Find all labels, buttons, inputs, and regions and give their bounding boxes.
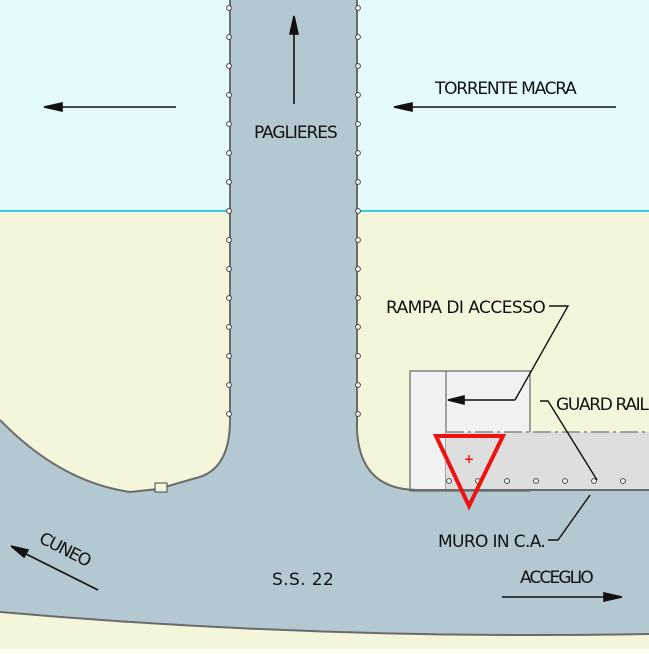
rail-post (355, 295, 361, 301)
cuneo-arrow (17, 549, 99, 591)
rail-post (355, 208, 361, 214)
rail-post (355, 92, 361, 98)
guard-rail-leader (540, 400, 598, 481)
warning-triangle-icon: + (432, 434, 507, 511)
rail-post (355, 179, 361, 185)
guard-rail-posts-bottom (446, 478, 626, 484)
rail-post (355, 353, 361, 359)
road-surface (0, 0, 649, 636)
rail-post (226, 179, 232, 185)
rail-post (355, 237, 361, 243)
rail-post (355, 63, 361, 69)
rail-post (620, 478, 626, 484)
rail-post (226, 237, 232, 243)
road-edge-right (356, 0, 649, 491)
rail-post (355, 382, 361, 388)
rail-post (355, 266, 361, 272)
rail-post (355, 121, 361, 127)
rail-post (226, 382, 232, 388)
rail-post (562, 478, 568, 484)
rail-post (226, 295, 232, 301)
rail-post (226, 5, 232, 11)
rail-post (504, 478, 510, 484)
guard-rail-posts-right (355, 5, 361, 417)
road-edge-bottom (0, 611, 649, 637)
arrowhead-acceglio (603, 592, 623, 602)
ramp-leader (514, 305, 570, 401)
rail-post (533, 478, 539, 484)
arrowhead-left (43, 102, 63, 112)
rail-post (355, 5, 361, 11)
rail-post (355, 324, 361, 330)
rail-post (226, 411, 232, 417)
wall-label: MURO IN C.A. (438, 532, 546, 552)
arrowhead-right (393, 102, 413, 112)
rail-post (226, 208, 232, 214)
paglieres-label: PAGLIERES (254, 123, 338, 143)
rail-post (591, 478, 597, 484)
guard-rail-label: GUARD RAIL (556, 395, 649, 415)
road-edge-left (0, 0, 231, 494)
rail-post (355, 150, 361, 156)
rail-post (446, 478, 452, 484)
ramp-label: RAMPA DI ACCESSO (386, 298, 546, 318)
arrowhead-up (289, 15, 299, 35)
arrowhead-cuneo (10, 545, 30, 559)
rail-post (226, 324, 232, 330)
rail-post (226, 150, 232, 156)
road-block (154, 482, 168, 493)
rail-post (226, 266, 232, 272)
rail-post (355, 34, 361, 40)
rail-post (226, 353, 232, 359)
river-label: TORRENTE MACRA (434, 79, 577, 99)
rail-post (355, 411, 361, 417)
acceglio-label: ACCEGLIO (520, 568, 594, 588)
wall-leader (548, 494, 591, 541)
road-label: S.S. 22 (272, 570, 334, 590)
rail-post (226, 92, 232, 98)
rail-post (226, 63, 232, 69)
rail-post (226, 34, 232, 40)
svg-text:+: + (464, 452, 474, 466)
arrowhead-ramp (447, 394, 465, 406)
rail-post (226, 121, 232, 127)
guard-rail-posts-left (226, 5, 232, 417)
